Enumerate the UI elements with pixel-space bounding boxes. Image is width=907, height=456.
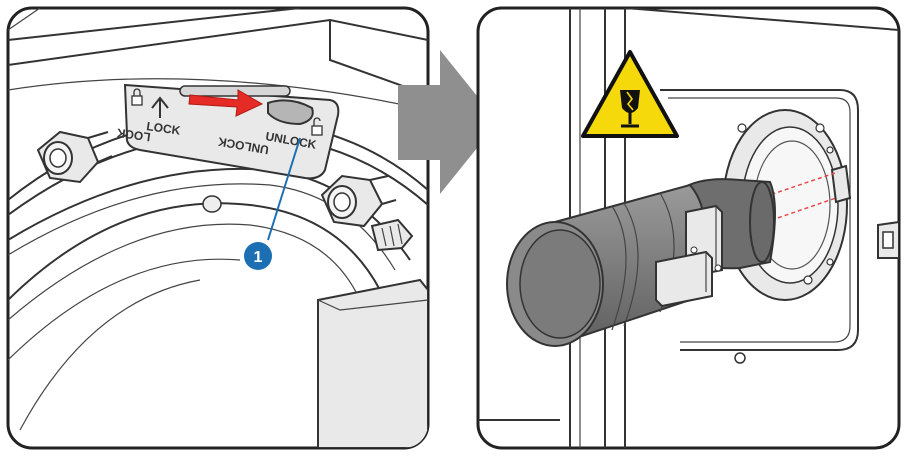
left-panel: LOCK LOCK UNLOCK UNLOCK: [8, 8, 428, 448]
callout-number: 1: [254, 249, 263, 266]
mount-block: [318, 280, 428, 448]
right-panel: [478, 8, 899, 448]
screw: [203, 196, 221, 212]
